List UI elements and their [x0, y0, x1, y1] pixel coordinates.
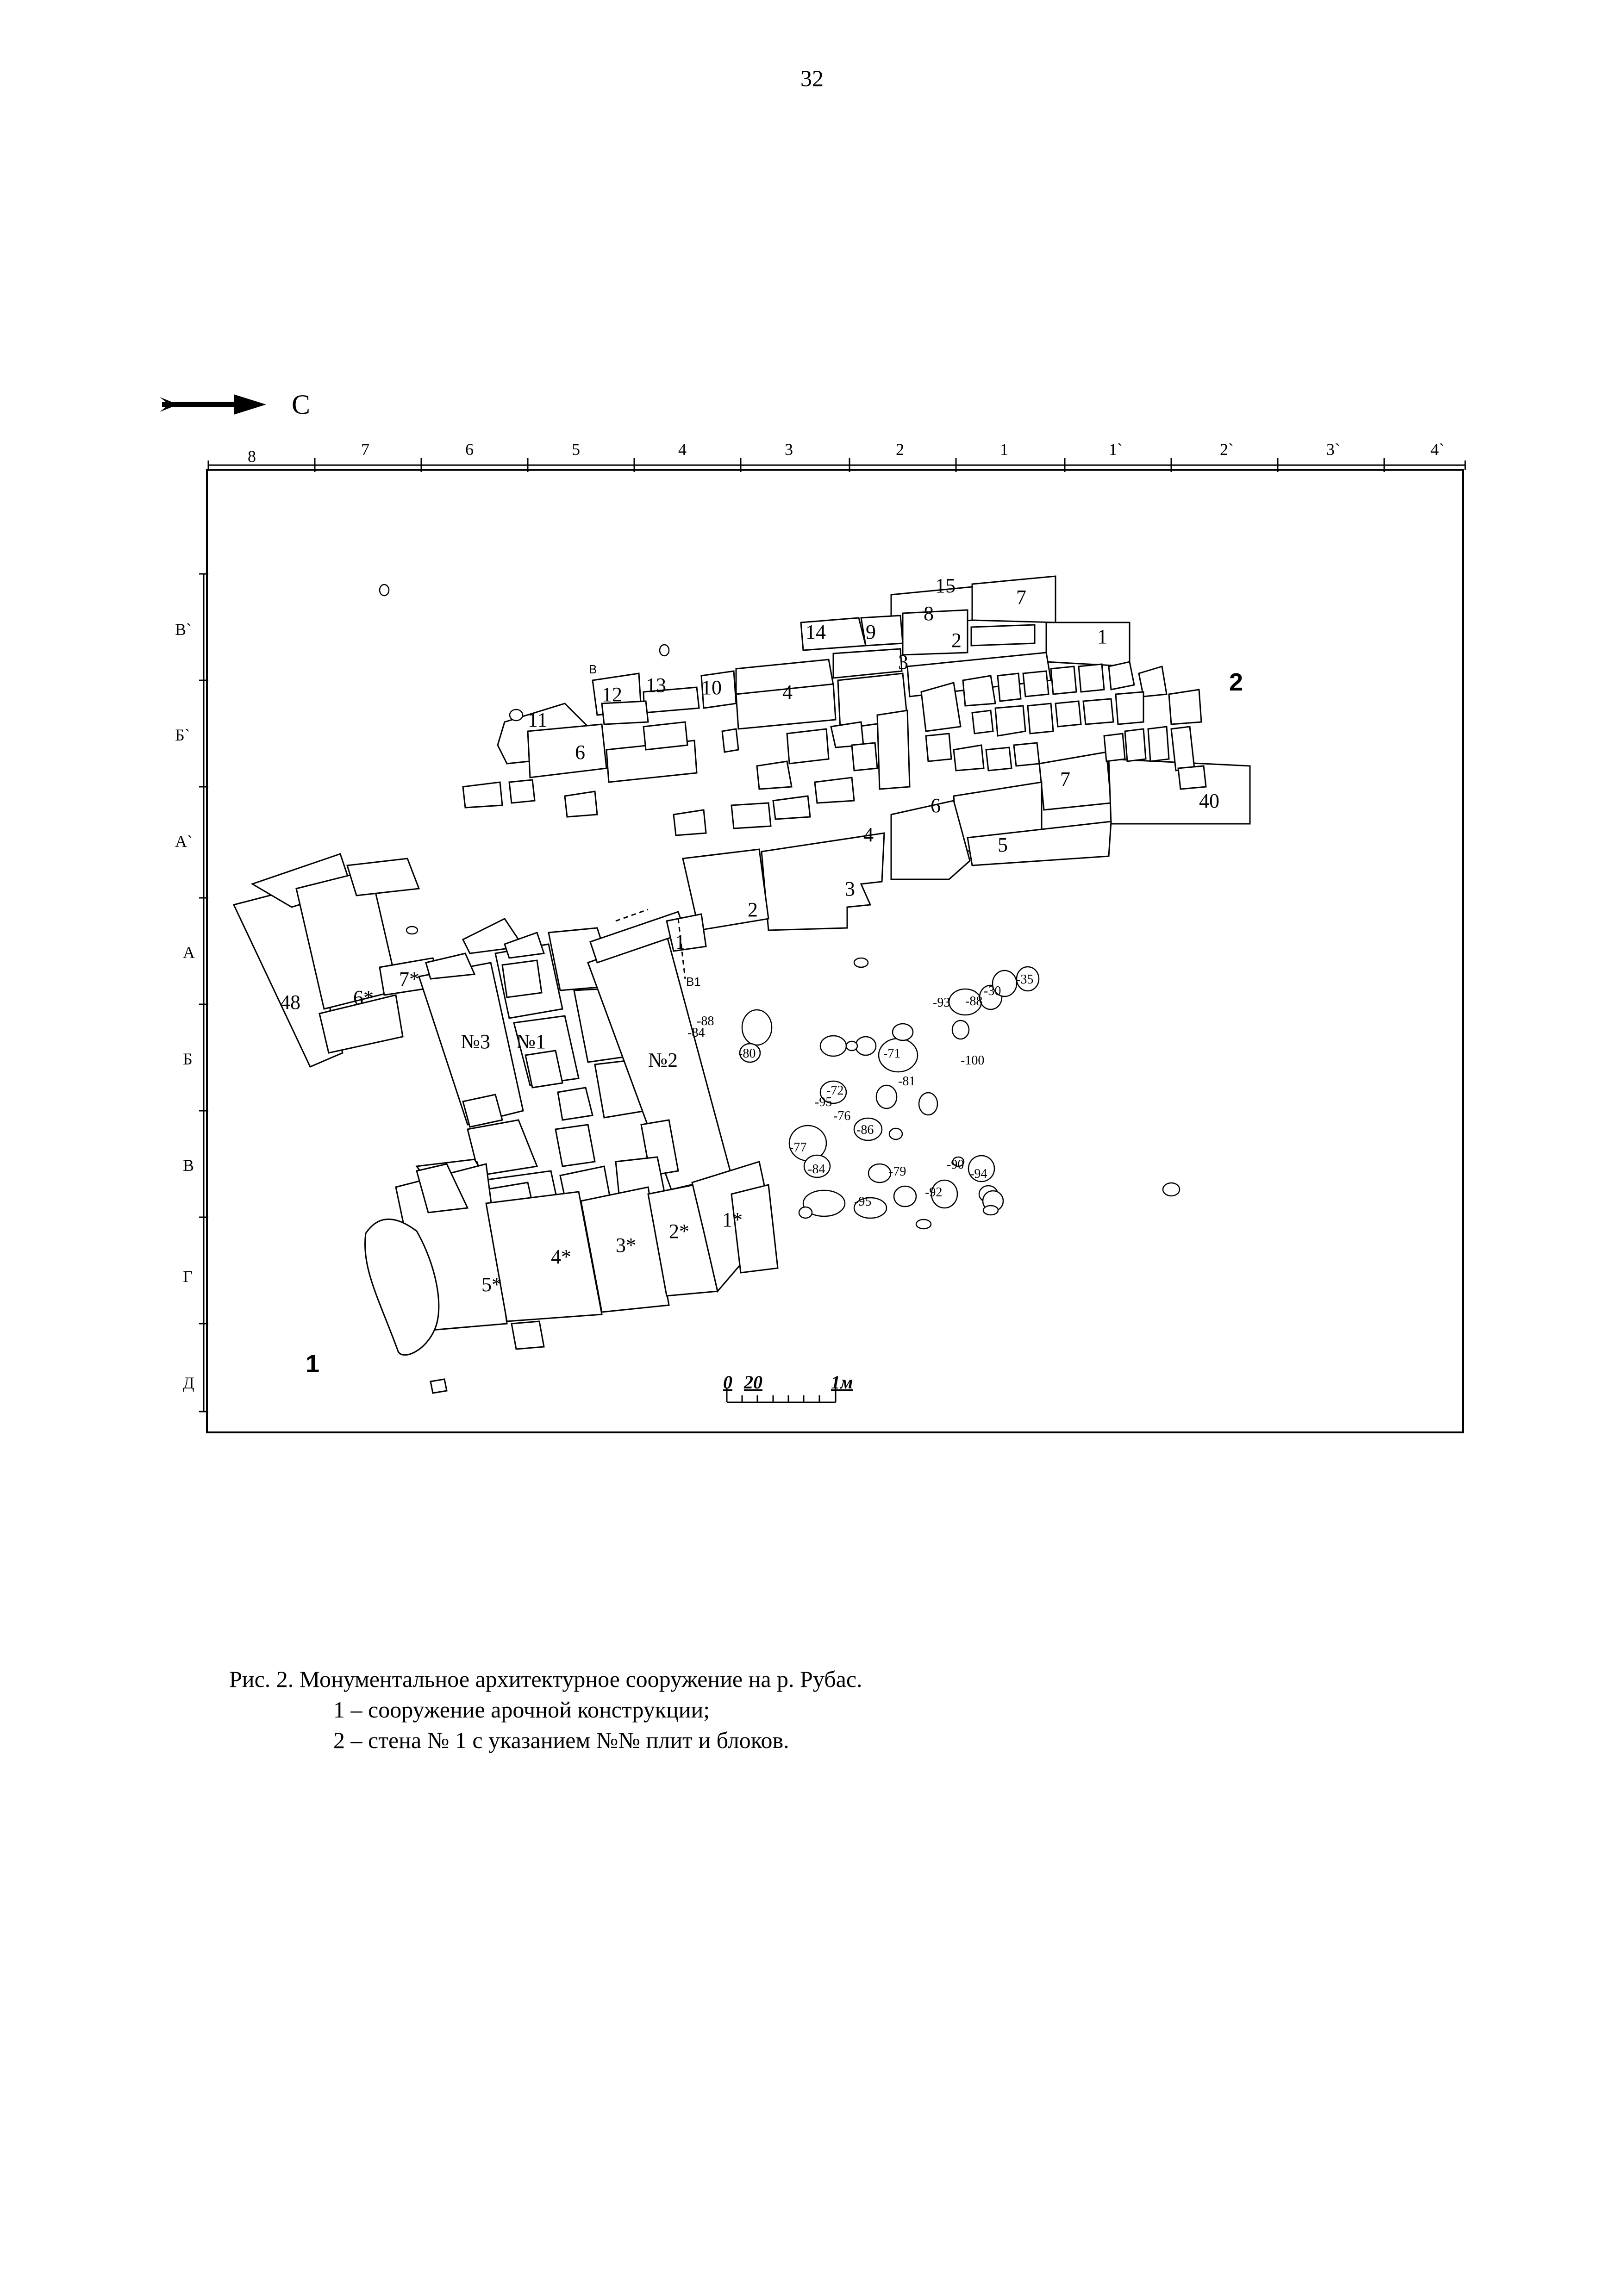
north-label: С — [292, 389, 310, 420]
depth-mark: -30 — [984, 984, 1001, 998]
depth-mark: -79 — [889, 1164, 906, 1179]
arch-block-label: 48 — [280, 991, 300, 1014]
wall-block-label: 1 — [1097, 625, 1107, 648]
arch-block-label: 1* — [722, 1208, 743, 1231]
wall-block-label: 13 — [646, 674, 666, 697]
caption-title: Рис. 2. Монументальное архитектурное соо… — [229, 1666, 862, 1692]
col-label: 5 — [572, 440, 580, 459]
wall-block-label: 2 — [951, 629, 962, 652]
wall-block-label: 2 — [748, 898, 758, 921]
col-label: 3 — [785, 440, 793, 459]
structure-1-marker: 1 — [306, 1350, 319, 1378]
wall-block-label: 6 — [931, 794, 941, 817]
row-label: А` — [175, 832, 193, 851]
arch-block-label: №2 — [648, 1049, 678, 1071]
scale-bar-twenty: 20 — [743, 1372, 762, 1393]
row-label: Д — [183, 1374, 194, 1392]
col-label: 8 — [248, 447, 256, 466]
wall-block-label: 6 — [575, 741, 585, 764]
depth-mark: -71 — [883, 1046, 900, 1061]
wall-block-label: 15 — [935, 574, 956, 597]
wall-block-label: 4 — [782, 681, 793, 703]
row-label: Б — [183, 1050, 193, 1068]
wall-block-label: 4 — [863, 823, 874, 846]
arch-block-label: 4* — [551, 1245, 571, 1268]
arch-block-label: 3* — [616, 1234, 636, 1257]
wall-block-label: 12 — [602, 683, 622, 706]
figure-caption: Рис. 2. Монументальное архитектурное соо… — [229, 1664, 1433, 1755]
wall-1 — [462, 575, 1251, 931]
depth-mark: -92 — [925, 1185, 942, 1200]
structure-2-marker: 2 — [1229, 668, 1243, 696]
wall-block-label: 40 — [1199, 790, 1219, 812]
arch-block-label: №1 — [516, 1030, 546, 1053]
col-label: 7 — [361, 440, 369, 459]
col-label: 4` — [1430, 440, 1444, 459]
arch-block-label: 5* — [481, 1273, 502, 1296]
depth-mark: -90 — [947, 1157, 964, 1172]
scale-bar — [726, 1388, 837, 1403]
wall-block-label: 11 — [528, 709, 547, 731]
col-label: 1 — [1000, 440, 1008, 459]
caption-item-1: 1 – сооружение арочной конструкции; — [333, 1697, 710, 1723]
scale-bar-zero: 0 — [723, 1372, 732, 1393]
scattered-stones — [379, 584, 1181, 1230]
row-label: А — [183, 943, 195, 962]
wall-block-label: 1 — [675, 931, 685, 953]
col-label: 3` — [1326, 440, 1340, 459]
depth-mark: -100 — [961, 1053, 984, 1068]
col-label: 2 — [896, 440, 904, 459]
scale-bar-end: 1м — [831, 1372, 853, 1393]
col-label: 6 — [465, 440, 474, 459]
wall-block-label: 3 — [845, 877, 855, 900]
row-ruler — [199, 573, 208, 1412]
depth-mark: -94 — [970, 1167, 987, 1181]
arch-block-label: №3 — [461, 1030, 490, 1053]
arch-structure — [232, 853, 779, 1394]
depth-mark: -93 — [933, 996, 950, 1010]
arch-block-label: 7* — [399, 968, 419, 990]
wall-block-label: 5 — [998, 834, 1008, 856]
depth-mark: -77 — [789, 1140, 806, 1155]
survey-dashed-line — [615, 908, 649, 922]
wall-block-label: 3 — [898, 651, 908, 673]
depth-mark: -35 — [1016, 972, 1033, 987]
row-label: Б` — [175, 726, 190, 744]
depth-mark: -95 — [854, 1195, 871, 1209]
depth-mark: -84 — [687, 1026, 705, 1040]
depth-mark: -84 — [808, 1162, 825, 1176]
row-label: В` — [175, 620, 192, 639]
survey-point-label: В — [589, 662, 597, 676]
depth-mark: -76 — [833, 1109, 850, 1123]
row-label: В — [183, 1156, 194, 1175]
arch-block-label: 2* — [669, 1220, 689, 1243]
depth-mark: -80 — [738, 1046, 756, 1061]
col-label: 4 — [678, 440, 687, 459]
survey-point-label: В1 — [686, 975, 701, 989]
wall-block-label: 9 — [866, 621, 876, 643]
row-label: Г — [183, 1267, 193, 1286]
north-arrow-icon — [160, 394, 266, 415]
col-label: 1` — [1109, 440, 1123, 459]
wall-block-label: 7 — [1060, 768, 1070, 790]
survey-dashed-line — [677, 918, 686, 979]
plan-frame — [206, 469, 1464, 1433]
depth-mark: -81 — [898, 1074, 915, 1089]
depth-mark: -72 — [826, 1083, 843, 1098]
arch-block-label: 6* — [353, 986, 374, 1009]
depth-mark: -86 — [856, 1123, 874, 1137]
wall-block-label: 8 — [924, 602, 934, 625]
wall-block-label: 14 — [806, 621, 826, 643]
page-number: 32 — [800, 65, 824, 91]
wall-block-label: 10 — [701, 676, 722, 699]
caption-item-2: 2 – стена № 1 с указанием №№ плит и блок… — [333, 1727, 789, 1753]
col-label: 2` — [1220, 440, 1234, 459]
depth-mark: -95 — [815, 1095, 832, 1109]
depth-mark: -88 — [965, 994, 982, 1008]
wall-block-label: 7 — [1016, 586, 1026, 609]
depth-mark: -88 — [697, 1014, 714, 1028]
